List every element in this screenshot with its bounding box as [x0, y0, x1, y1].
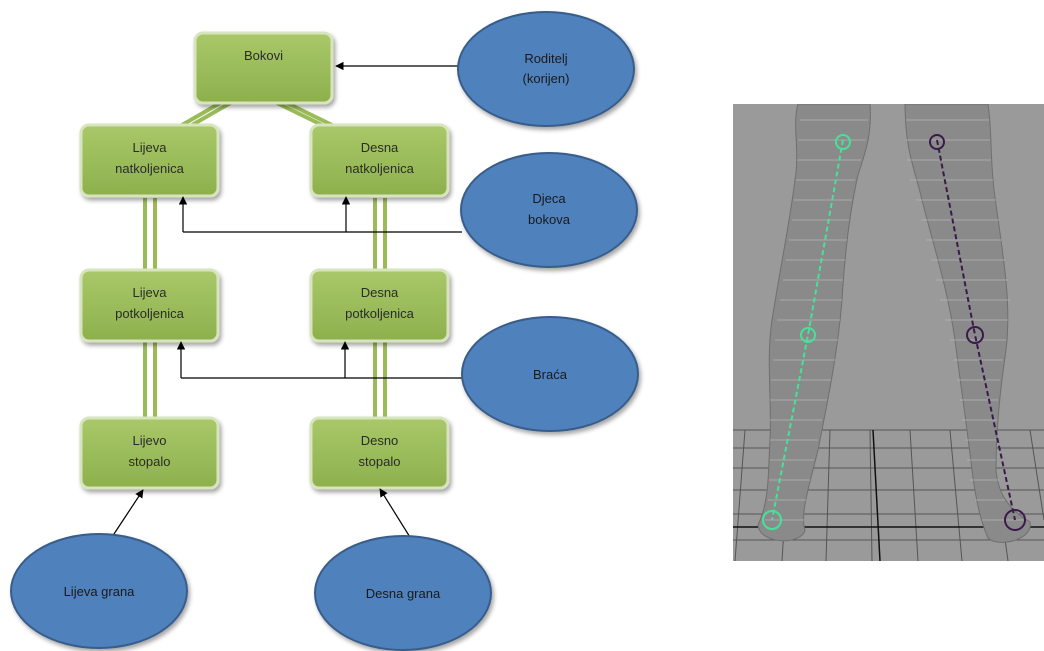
node-label-line2: potkoljenica — [345, 306, 414, 321]
node-label-line2: natkoljenica — [115, 161, 184, 176]
callout-siblings: Braća — [461, 316, 639, 432]
connector-left-thigh-shin — [143, 198, 157, 270]
callout-label-line1: Djeca — [532, 191, 566, 206]
tree-node-right-shin: Desna potkoljenica — [309, 268, 450, 343]
node-label-line1: Lijeva — [133, 140, 168, 155]
node-label-line2: natkoljenica — [345, 161, 414, 176]
node-label-line2: stopalo — [129, 454, 171, 469]
connector-right-shin-foot — [373, 340, 387, 418]
tree-node-right-thigh: Desna natkoljenica — [309, 123, 450, 198]
callout-label: Braća — [533, 367, 568, 382]
callout-children: Djeca bokova — [460, 152, 638, 268]
tree-connectors — [143, 100, 387, 418]
node-label-line2: potkoljenica — [115, 306, 184, 321]
arrow-left-branch — [109, 489, 144, 541]
connector-hips-left-thigh — [181, 100, 233, 127]
right-joint-chain — [929, 134, 1026, 531]
arrow-right-branch — [379, 488, 414, 543]
node-label-line1: Desna — [361, 285, 399, 300]
wireframe-legs-viewport — [733, 104, 1044, 561]
callout-right-branch: Desna grana — [314, 535, 492, 651]
connector-right-thigh-shin — [373, 198, 387, 270]
node-label-line2: stopalo — [359, 454, 401, 469]
annotation-arrows — [109, 61, 462, 543]
node-label-line1: Desno — [361, 433, 399, 448]
callout-parent: Roditelj (korijen) — [457, 11, 635, 127]
leg-meshes — [757, 104, 1031, 543]
callout-label: Lijeva grana — [64, 584, 136, 599]
callout-label: Desna grana — [366, 586, 441, 601]
tree-node-left-shin: Lijeva potkoljenica — [79, 268, 220, 343]
node-label-line1: Lijevo — [133, 433, 167, 448]
tree-node-right-foot: Desno stopalo — [309, 416, 450, 490]
connector-hips-right-thigh — [274, 100, 333, 127]
mesh-lines — [765, 119, 1025, 521]
tree-node-left-foot: Lijevo stopalo — [79, 416, 220, 490]
callout-label-line1: Roditelj — [524, 51, 567, 66]
callout-left-branch: Lijeva grana — [10, 533, 188, 649]
tree-node-hips: Bokovi — [193, 31, 334, 105]
node-label-line1: Lijeva — [133, 285, 168, 300]
node-label: Bokovi — [244, 48, 283, 63]
node-label-line1: Desna — [361, 140, 399, 155]
connector-left-shin-foot — [143, 340, 157, 418]
callout-label-line2: bokova — [528, 212, 571, 227]
tree-node-left-thigh: Lijeva natkoljenica — [79, 123, 220, 198]
callout-label-line2: (korijen) — [523, 71, 570, 86]
left-joint-chain — [762, 134, 851, 530]
